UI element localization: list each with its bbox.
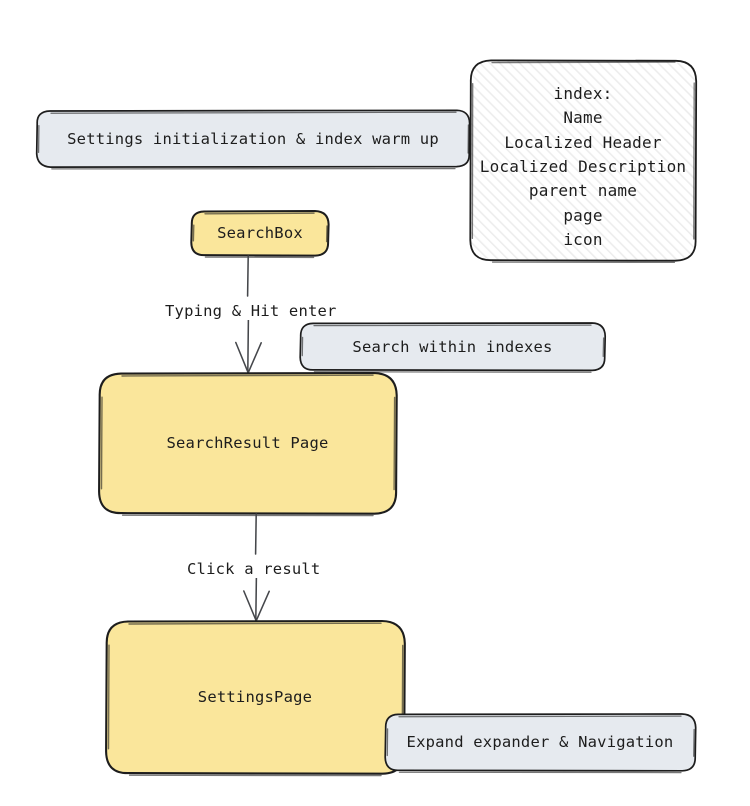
- edge-typing-hit-enter-label: Typing & Hit enter: [163, 302, 339, 320]
- index-structure-note[interactable]: [470, 60, 696, 261]
- expand-expander-note[interactable]: [385, 714, 695, 770]
- edge-click-a-result-label: Click a result: [185, 560, 323, 578]
- searchbox-node[interactable]: [192, 211, 328, 255]
- settings-init-note[interactable]: [36, 110, 470, 167]
- search-within-indexes-note[interactable]: [300, 323, 605, 370]
- searchresult-page-node[interactable]: [99, 373, 396, 513]
- settingspage-node[interactable]: [106, 621, 404, 773]
